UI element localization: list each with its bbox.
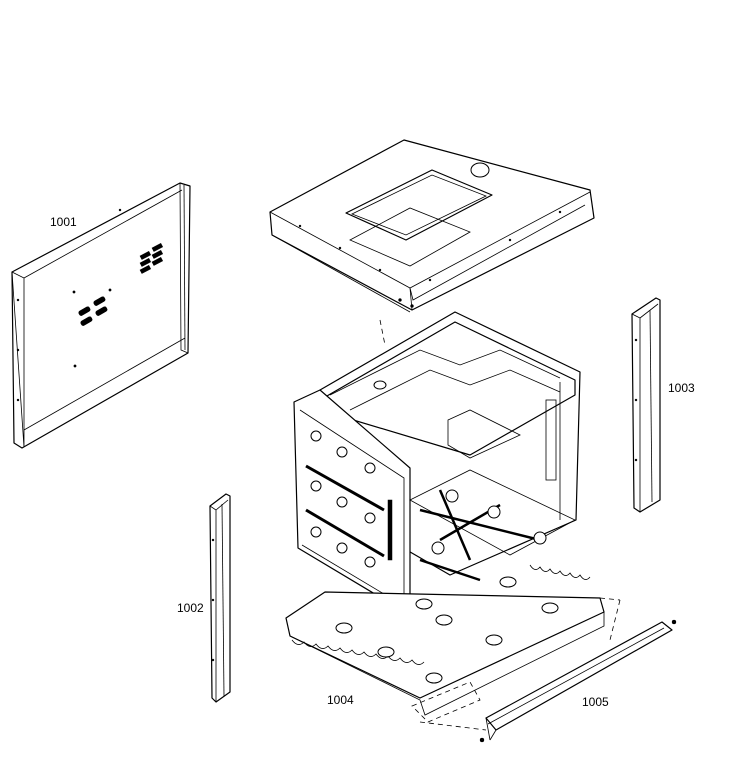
vent-slots <box>139 242 164 274</box>
front-face-features <box>305 430 393 568</box>
cavity-floor <box>409 469 576 582</box>
part-1005-front-rail <box>419 619 677 743</box>
part-1004-bottom-panel <box>285 564 621 723</box>
panel-cutouts <box>78 296 108 326</box>
callout-1001: 1001 <box>50 215 77 229</box>
callout-1004: 1004 <box>327 693 354 707</box>
part-1003-trim-strip-right <box>631 297 661 513</box>
callout-1003: 1003 <box>668 381 695 395</box>
callout-1002: 1002 <box>177 601 204 615</box>
callout-1005: 1005 <box>582 695 609 709</box>
part-1002-trim-strip-left <box>209 493 231 703</box>
bottom-panel-holes <box>335 576 559 684</box>
part-1001-side-panel <box>11 182 191 449</box>
top-cover <box>269 139 595 346</box>
oven-cavity-frame <box>293 311 581 616</box>
